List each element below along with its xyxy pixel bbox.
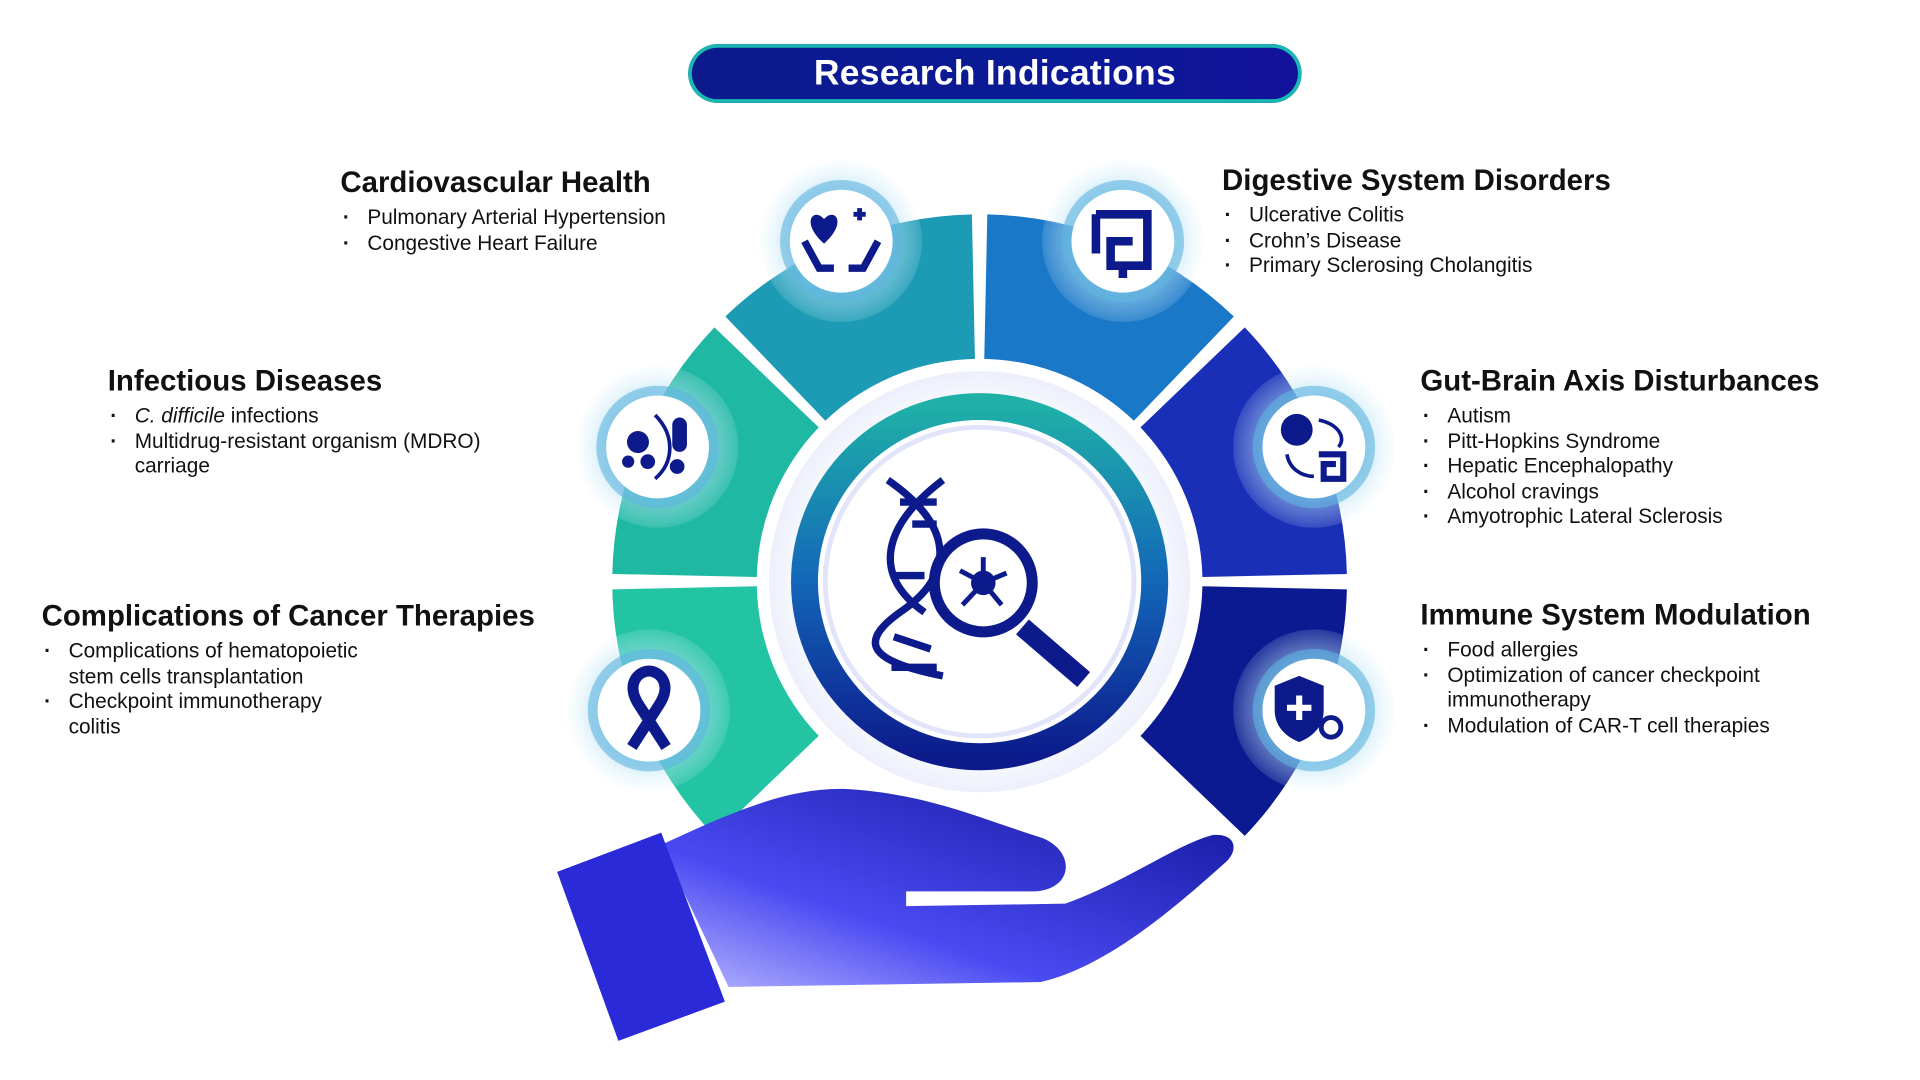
heart-hands-icon: [760, 160, 923, 323]
section-cardiovascular: Cardiovascular Health Pulmonary Arterial…: [340, 167, 665, 256]
list-item-text: carriage: [134, 454, 210, 478]
bacteria-pill-icon: [576, 366, 739, 528]
list-item: Pitt-Hopkins Syndrome: [1420, 429, 1819, 454]
list-item: Crohn’s Disease: [1222, 228, 1611, 253]
list-item: Ulcerative Colitis: [1222, 203, 1611, 228]
list-item-text: infections: [224, 404, 319, 428]
title-banner: Research Indications: [688, 44, 1302, 103]
page-title: Research Indications: [813, 53, 1176, 93]
list-item: Multidrug-resistant organism (MDRO)carri…: [108, 429, 481, 479]
list-item-text: Optimization of cancer checkpoint: [1447, 663, 1760, 687]
section-title: Gut-Brain Axis Disturbances: [1420, 364, 1820, 398]
list-item: Amyotrophic Lateral Sclerosis: [1420, 504, 1819, 529]
section-title: Infectious Diseases: [107, 364, 383, 398]
section-title: Complications of Cancer Therapies: [41, 600, 535, 634]
brain-gut-icon: [1233, 366, 1395, 528]
list-item: Food allergies: [1420, 638, 1810, 663]
section-gut-brain: Gut-Brain Axis Disturbances Autism Pitt-…: [1420, 365, 1819, 530]
center-ring: [791, 393, 1169, 771]
list-item: Hepatic Encephalopathy: [1420, 454, 1819, 479]
list-item-text: Multidrug-resistant organism (MDRO): [134, 429, 481, 453]
list-item: Pulmonary Arterial Hypertension: [340, 206, 666, 231]
italic-term: C. difficile: [134, 404, 225, 428]
list-item: C. difficile infections: [108, 404, 481, 429]
hand-palm: [661, 788, 1234, 987]
section-digestive: Digestive System Disorders Ulcerative Co…: [1222, 164, 1611, 278]
list-item-text: stem cells transplantation: [68, 664, 304, 688]
section-title: Digestive System Disorders: [1222, 164, 1611, 198]
section-immune: Immune System Modulation Food allergies …: [1420, 599, 1810, 739]
list-item: Modulation of CAR-T cell therapies: [1420, 713, 1810, 738]
list-item-text: immunotherapy: [1447, 688, 1591, 712]
intestine-icon: [1042, 160, 1204, 323]
list-item: Primary Sclerosing Cholangitis: [1222, 253, 1611, 278]
dna-magnifier-icon: [871, 476, 1091, 688]
list-item-text: colitis: [68, 714, 121, 738]
list-item-text: Checkpoint immunotherapy: [68, 689, 322, 713]
list-item: Optimization of cancer checkpointimmunot…: [1420, 663, 1810, 713]
hand-sleeve: [557, 832, 725, 1041]
list-item: Autism: [1420, 404, 1819, 429]
list-item-text: Complications of hematopoietic: [68, 639, 358, 663]
ribbon-icon: [568, 629, 730, 792]
list-item: Congestive Heart Failure: [340, 231, 665, 256]
section-title: Cardiovascular Health: [340, 166, 651, 200]
section-cancer: Complications of Cancer Therapies Compli…: [42, 600, 535, 740]
shield-virus-icon: [1233, 629, 1395, 792]
section-infectious: Infectious Diseases C. difficile infecti…: [108, 365, 481, 479]
section-title: Immune System Modulation: [1420, 598, 1811, 632]
list-item: Alcohol cravings: [1420, 479, 1819, 504]
